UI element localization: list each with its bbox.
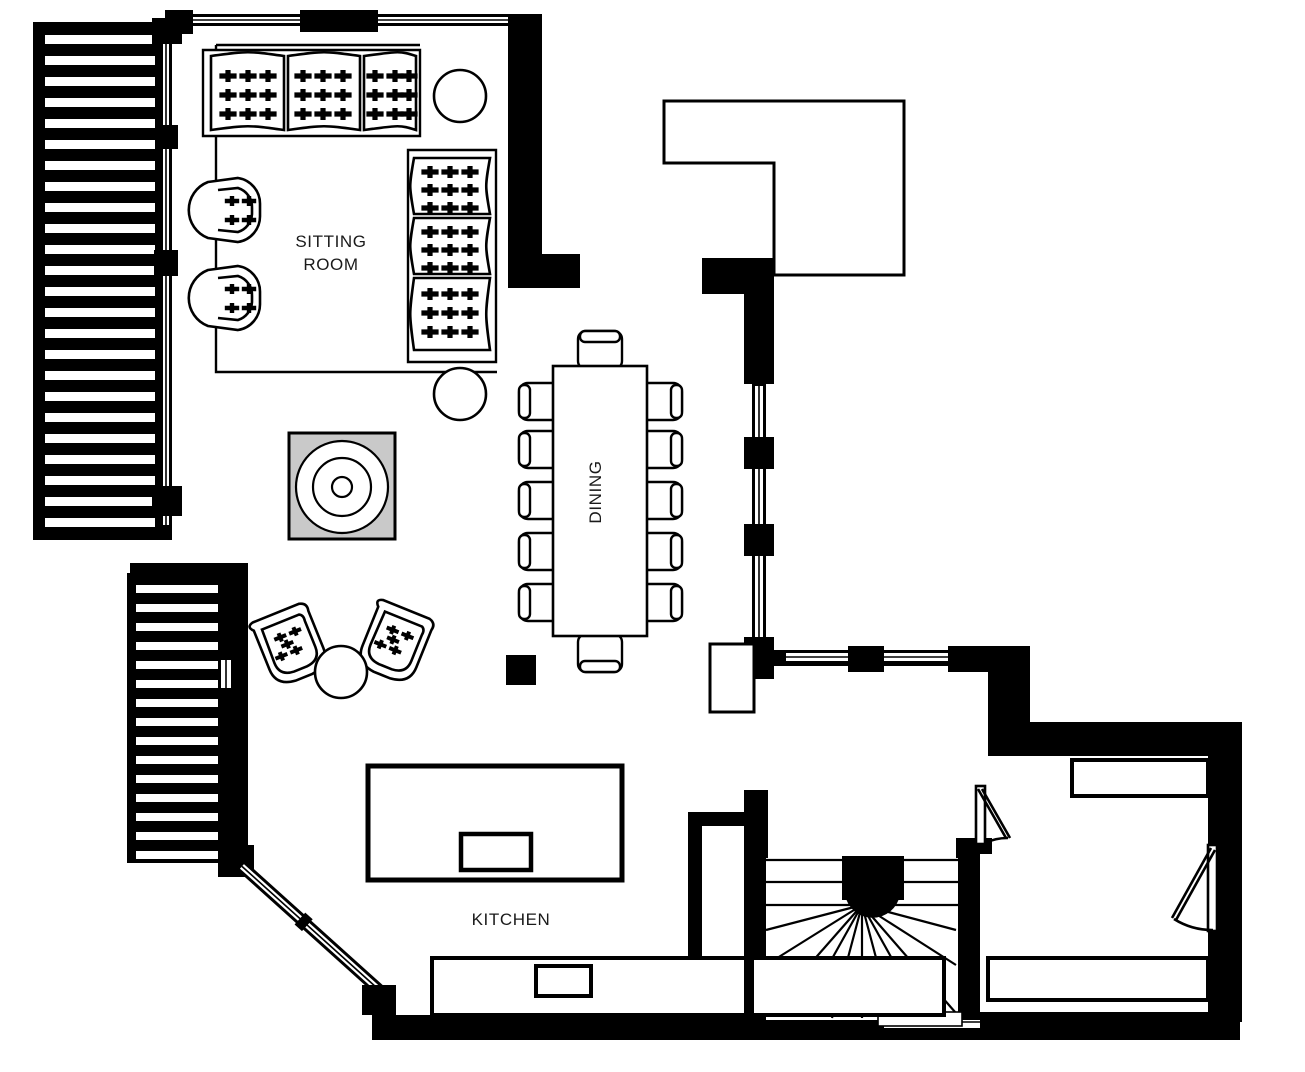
glazed-wall-west[interactable] [152, 18, 182, 540]
three-seat-sofa-right[interactable] [406, 148, 498, 364]
terrace-balustrade [662, 99, 906, 277]
kitchen-label: KITCHEN [472, 910, 551, 929]
glazed-wall-lower[interactable] [762, 646, 1030, 756]
three-seat-sofa[interactable] [201, 48, 422, 138]
kitchen-island[interactable] [365, 763, 625, 883]
door-swing-left[interactable] [974, 784, 1012, 846]
glazed-wall-diagonal[interactable] [130, 563, 396, 1015]
glazed-wall-centre[interactable] [702, 258, 774, 679]
dining-label: DINING [586, 460, 605, 523]
armchair-lower[interactable] [187, 264, 262, 332]
tub-chair-right[interactable] [353, 598, 436, 686]
glazed-wall-top[interactable] [165, 10, 540, 34]
wardrobe-upper [1070, 758, 1210, 798]
round-side-table-top[interactable] [432, 68, 488, 124]
louvre-screen-north [33, 22, 166, 540]
armchair-upper[interactable] [187, 176, 262, 244]
wall-north-east-return [508, 14, 580, 288]
sitting-room-label-line1: SITTING [295, 232, 366, 251]
floor-fitting [506, 655, 536, 685]
sitting-room-label-line2: ROOM [303, 255, 358, 274]
kitchen-run-counter[interactable] [430, 956, 946, 1017]
door-swing-right[interactable] [1170, 843, 1219, 933]
round-side-table-bottom[interactable] [432, 366, 488, 422]
cushion-dots [219, 70, 418, 120]
island-sink [458, 831, 534, 873]
rear-room [986, 758, 1210, 1002]
sitting-room-rug [214, 43, 497, 374]
kitchen-hall-walls [688, 812, 754, 1020]
round-coffee-table[interactable] [313, 644, 369, 700]
utility-cupboard [708, 642, 756, 714]
counter-sink [534, 964, 593, 998]
wall-east-outer [988, 722, 1242, 1022]
wardrobe-lower [986, 956, 1210, 1002]
louvre-screen-south [127, 573, 235, 863]
fireplace-hearth[interactable] [287, 431, 397, 541]
dining-table-top [551, 364, 649, 638]
tub-chair-left[interactable] [248, 601, 331, 689]
dining-table[interactable]: DINING [517, 329, 684, 674]
